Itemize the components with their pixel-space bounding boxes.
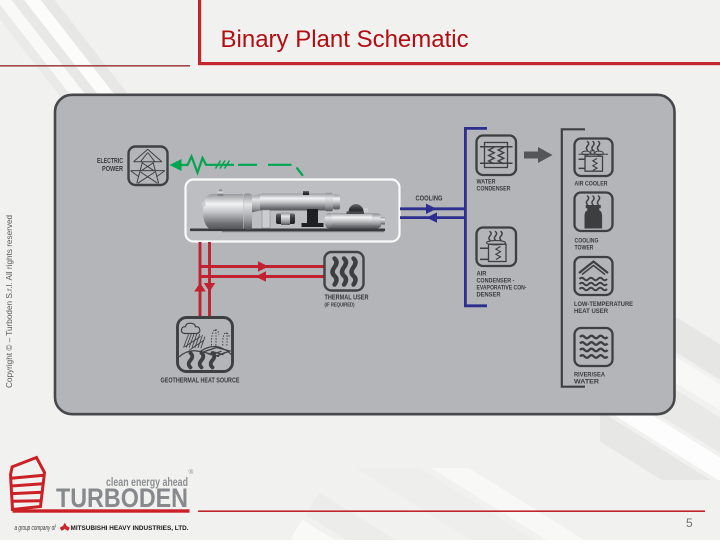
svg-text:COOLING: COOLING: [416, 196, 443, 203]
svg-text:GEOTHERMAL HEAT SOURCE: GEOTHERMAL HEAT SOURCE: [161, 378, 240, 385]
svg-text:RIVER/SEA: RIVER/SEA: [574, 372, 605, 379]
svg-text:EVAPORATIVE CON-: EVAPORATIVE CON-: [477, 285, 527, 292]
svg-text:5: 5: [686, 516, 693, 530]
svg-text:(IF REQUIRED): (IF REQUIRED): [325, 303, 355, 309]
svg-text:clean energy ahead: clean energy ahead: [106, 475, 188, 489]
svg-text:CONDENSER: CONDENSER: [477, 186, 511, 193]
svg-text:AIR COOLER: AIR COOLER: [575, 181, 608, 188]
svg-text:COOLING: COOLING: [575, 238, 599, 245]
svg-text:LOW-TEMPERATURE: LOW-TEMPERATURE: [574, 301, 634, 308]
svg-text:DENSER: DENSER: [477, 292, 501, 299]
svg-text:CONDENSER -: CONDENSER -: [477, 278, 515, 285]
svg-text:AIR: AIR: [477, 271, 487, 278]
svg-text:THERMAL USER: THERMAL USER: [325, 295, 369, 302]
svg-text:WATER: WATER: [574, 379, 599, 386]
svg-text:TOWER: TOWER: [575, 245, 594, 252]
svg-text:MITSUBISHI HEAVY INDUSTRIES, L: MITSUBISHI HEAVY INDUSTRIES, LTD.: [71, 525, 189, 532]
svg-text:ELECTRIC: ELECTRIC: [97, 158, 123, 165]
svg-text:Copyright © – Turboden S.r.l.: Copyright © – Turboden S.r.l. All rights…: [5, 215, 14, 388]
svg-text:Binary Plant Schematic: Binary Plant Schematic: [221, 26, 469, 53]
svg-text:WATER: WATER: [477, 179, 496, 186]
svg-text:a group company of: a group company of: [15, 523, 57, 532]
svg-text:POWER: POWER: [102, 166, 123, 173]
svg-text:TURBODEN: TURBODEN: [56, 483, 188, 513]
svg-text:HEAT USER: HEAT USER: [574, 308, 608, 315]
svg-text:®: ®: [189, 468, 194, 476]
